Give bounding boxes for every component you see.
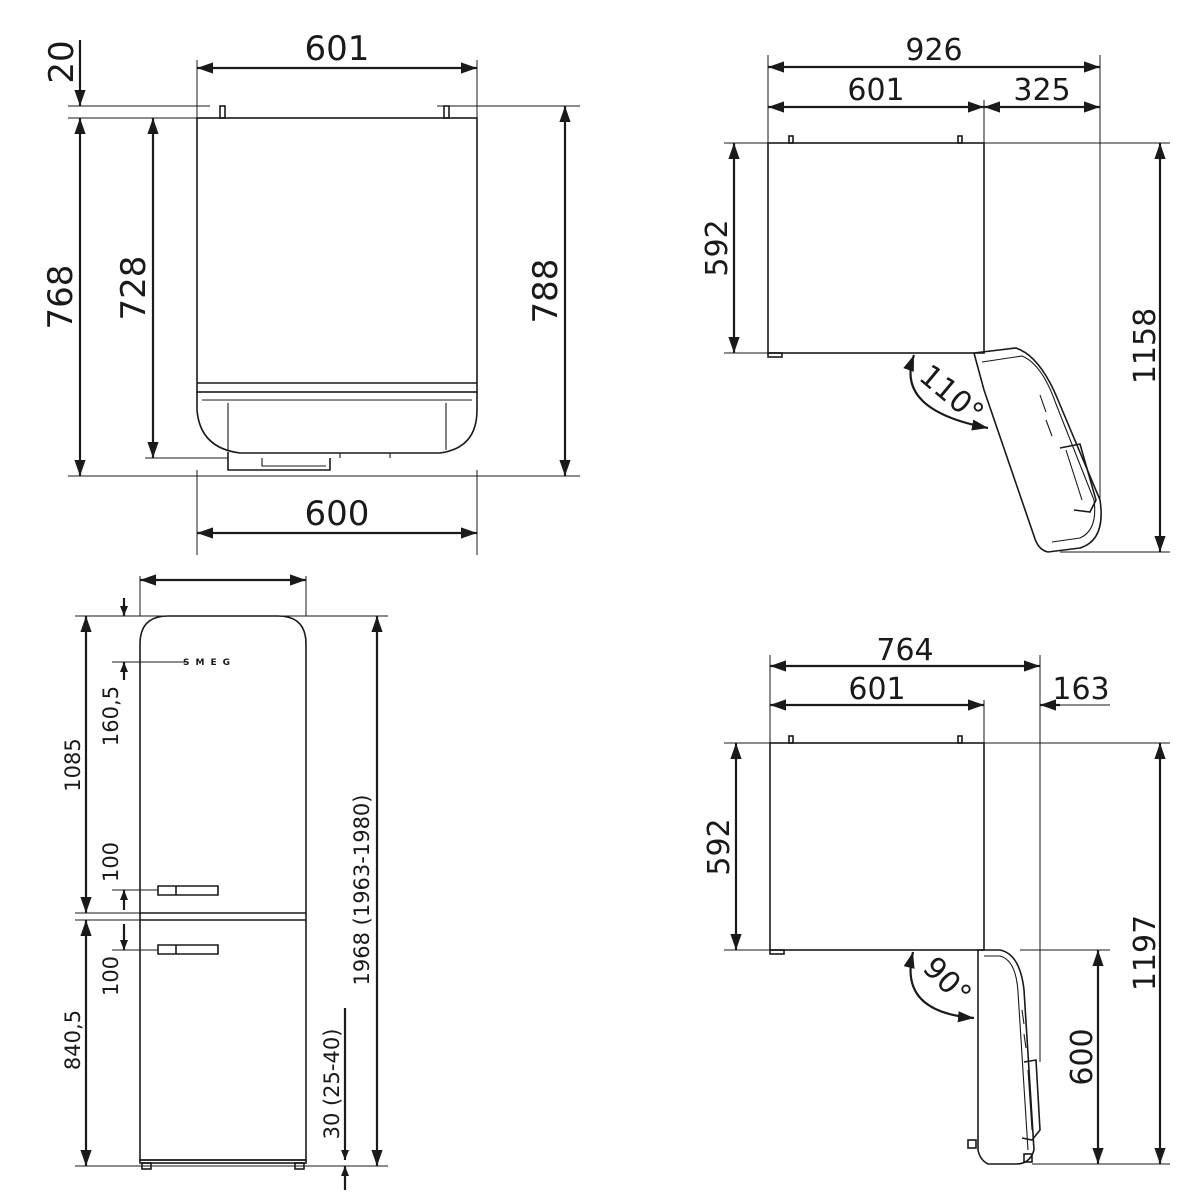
dim-764: 764 xyxy=(876,633,933,668)
dim-100-upper: 100 xyxy=(99,842,123,882)
handle-upper xyxy=(157,885,219,896)
dim-601-110: 601 xyxy=(847,73,904,108)
dim-592-110: 592 xyxy=(700,219,735,276)
fridge-body-110 xyxy=(767,142,985,354)
dim-1968: 1968 (1963-1980) xyxy=(350,795,374,986)
dim-788: 788 xyxy=(526,259,566,324)
dim-163: 163 xyxy=(1052,672,1109,707)
top-view: 601 600 20 768 728 788 xyxy=(41,29,580,555)
dim-600-90: 600 xyxy=(1065,1028,1100,1085)
dim-20: 20 xyxy=(42,40,82,83)
dim-1158: 1158 xyxy=(1128,308,1163,384)
dim-325: 325 xyxy=(1013,73,1070,108)
handle-top-view xyxy=(227,452,331,471)
door-open-110 xyxy=(972,347,1102,553)
dim-1197: 1197 xyxy=(1128,915,1163,991)
handle-90 xyxy=(1021,1059,1041,1141)
dim-728: 728 xyxy=(114,256,154,321)
door-open-90 xyxy=(977,949,1035,1165)
fridge-body-top xyxy=(196,117,478,393)
smeg-logo: SMEG xyxy=(183,658,236,668)
fridge-body-90 xyxy=(769,742,985,951)
dim-592-90: 592 xyxy=(702,818,737,875)
dim-160-5: 160,5 xyxy=(99,686,123,746)
angle-arc-110 xyxy=(903,354,989,431)
dim-1085: 1085 xyxy=(61,738,85,791)
handle-110 xyxy=(1059,443,1097,513)
front-view: SMEG 1085 840,5 160,5 100 100 1968 (1963… xyxy=(61,574,388,1190)
angle-arc-90 xyxy=(903,951,975,1023)
fridge-front xyxy=(139,615,307,1161)
dim-30: 30 (25-40) xyxy=(320,1029,344,1140)
door-profile xyxy=(196,392,478,454)
side-view-110: 926 601 325 592 1158 110° xyxy=(700,33,1170,553)
dim-600-top: 600 xyxy=(305,494,370,534)
handle-lower xyxy=(157,944,219,955)
dim-601-90: 601 xyxy=(848,672,905,707)
dim-100-lower: 100 xyxy=(99,956,123,996)
side-view-90: 764 601 163 592 1197 600 90° xyxy=(702,633,1170,1165)
dim-840-5: 840,5 xyxy=(61,1010,85,1070)
dim-768: 768 xyxy=(41,265,81,330)
dim-601-top: 601 xyxy=(305,29,370,69)
dim-926: 926 xyxy=(905,33,962,68)
